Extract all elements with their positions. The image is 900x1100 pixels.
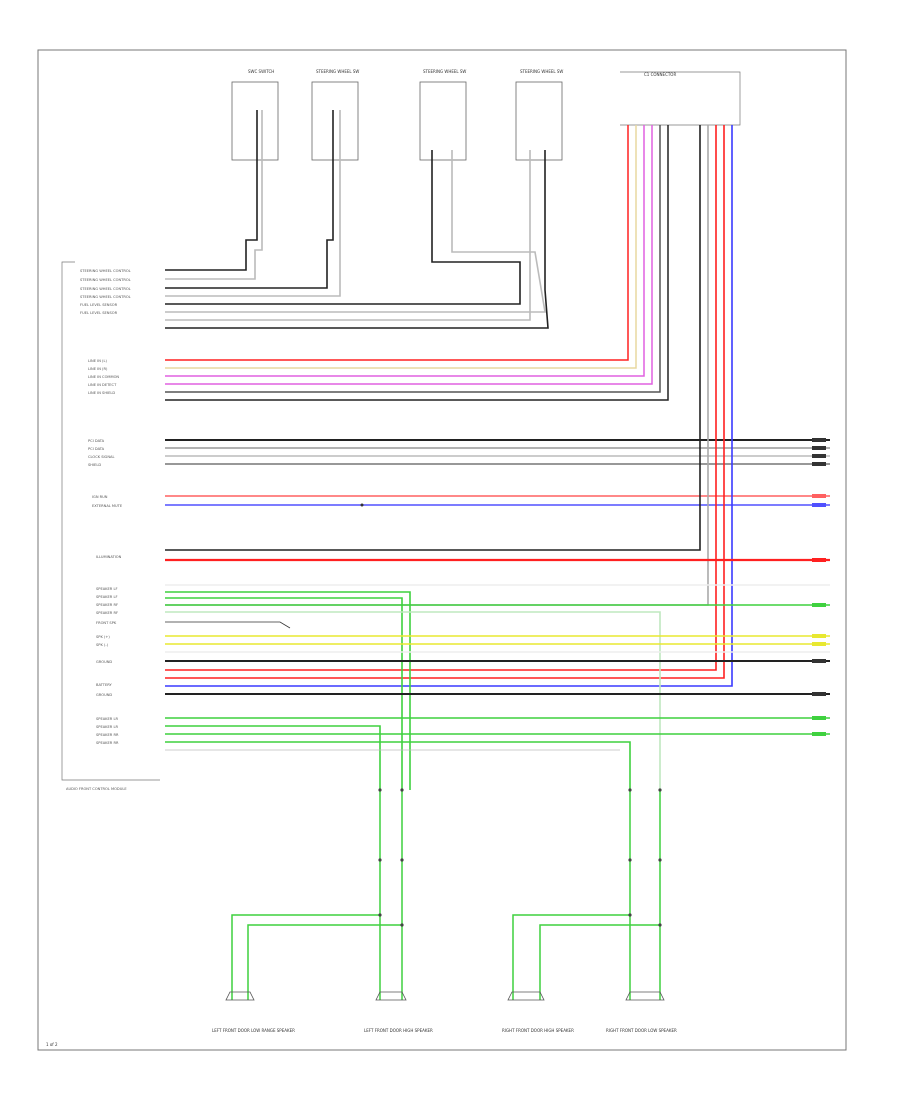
svg-text:LEFT FRONT DOOR LOW RANGE SPEA: LEFT FRONT DOOR LOW RANGE SPEAKER [212,1028,295,1033]
svg-text:LEFT FRONT DOOR HIGH SPEAKER: LEFT FRONT DOOR HIGH SPEAKER [364,1028,433,1033]
wires-group-e [165,558,830,790]
speaker-3: RIGHT FRONT DOOR HIGH SPEAKER [502,991,574,1033]
svg-text:GROUND: GROUND [96,660,112,664]
svg-text:LINE IN SHIELD: LINE IN SHIELD [88,391,115,395]
svg-text:C1 CONNECTOR: C1 CONNECTOR [644,72,676,77]
svg-text:STEERING WHEEL CONTROL: STEERING WHEEL CONTROL [80,295,131,299]
svg-text:LINE IN COMMON: LINE IN COMMON [88,375,119,379]
speaker-4: RIGHT FRONT DOOR LOW SPEAKER [606,991,677,1033]
wires-group-f [165,717,830,790]
top-component-3: STEERING WHEEL SW [419,69,466,161]
labels-group-c: PCI DATA PCI DATA CLOCK SIGNAL SHIELD [88,439,115,467]
svg-text:LINE IN (L): LINE IN (L) [88,359,107,363]
svg-text:BATTERY: BATTERY [96,683,113,687]
svg-text:SPK (-): SPK (-) [96,643,109,647]
labels-group-f: SPEAKER LR SPEAKER LR SPEAKER RR SPEAKER… [96,717,119,745]
wires-group-d [165,495,830,507]
speaker-1: LEFT FRONT DOOR LOW RANGE SPEAKER [212,991,295,1033]
labels-group-b: LINE IN (L) LINE IN (R) LINE IN COMMON L… [88,359,119,395]
top-right-connector: C1 CONNECTOR [620,71,741,126]
svg-text:FUEL LEVEL SENSOR: FUEL LEVEL SENSOR [80,311,118,315]
svg-text:FRONT SPK: FRONT SPK [96,621,117,625]
top-component-2: STEERING WHEEL SW [311,69,359,161]
page-frame [37,49,847,1051]
svg-text:GROUND: GROUND [96,693,112,697]
svg-text:ILLUMINATION: ILLUMINATION [96,555,122,559]
labels-group-e: ILLUMINATION SPEAKER LF SPEAKER LF SPEAK… [96,555,122,697]
module-bracket [61,261,160,781]
svg-text:PCI DATA: PCI DATA [88,439,105,443]
wires-group-c [165,439,830,465]
svg-text:SPEAKER RR: SPEAKER RR [96,741,119,745]
svg-text:LINE IN (R): LINE IN (R) [88,367,108,371]
svg-text:FUEL LEVEL SENSOR: FUEL LEVEL SENSOR [80,303,118,307]
svg-text:SPEAKER RR: SPEAKER RR [96,733,119,737]
module-label: AUDIO FRONT CONTROL MODULE [66,787,127,791]
speaker-2: LEFT FRONT DOOR HIGH SPEAKER [364,991,433,1033]
svg-text:SPEAKER LR: SPEAKER LR [96,725,118,729]
svg-text:SPEAKER LF: SPEAKER LF [96,587,118,591]
top-component-4: STEERING WHEEL SW [515,69,563,161]
svg-text:STEERING WHEEL SW: STEERING WHEEL SW [423,69,466,74]
svg-text:CLOCK SIGNAL: CLOCK SIGNAL [88,455,115,459]
svg-text:SWC SWITCH: SWC SWITCH [248,69,274,74]
svg-text:PCI DATA: PCI DATA [88,447,105,451]
labels-group-a: STEERING WHEEL CONTROL STEERING WHEEL CO… [80,269,131,315]
svg-text:SPEAKER RF: SPEAKER RF [96,603,118,607]
right-terminals [812,438,826,736]
svg-text:STEERING WHEEL CONTROL: STEERING WHEEL CONTROL [80,269,131,273]
top-component-1: SWC SWITCH [231,69,279,161]
svg-text:SHIELD: SHIELD [88,463,101,467]
svg-text:SPEAKER RF: SPEAKER RF [96,611,118,615]
svg-text:STEERING WHEEL CONTROL: STEERING WHEEL CONTROL [80,278,131,282]
labels-group-d: IGN RUN EXTERNAL MUTE [92,495,123,508]
svg-text:IGN RUN: IGN RUN [92,495,108,499]
svg-text:STEERING WHEEL CONTROL: STEERING WHEEL CONTROL [80,287,131,291]
svg-text:STEERING WHEEL SW: STEERING WHEEL SW [316,69,359,74]
wires-top-components [165,110,549,329]
wires-group-b [165,125,669,401]
wires-right-verticals [165,125,733,687]
speaker-leads [231,790,661,1000]
svg-text:SPK (+): SPK (+) [96,635,110,639]
svg-text:STEERING WHEEL SW: STEERING WHEEL SW [520,69,563,74]
svg-text:RIGHT FRONT DOOR HIGH SPEAKER: RIGHT FRONT DOOR HIGH SPEAKER [502,1028,574,1033]
svg-text:EXTERNAL MUTE: EXTERNAL MUTE [92,504,123,508]
svg-text:RIGHT FRONT DOOR LOW SPEAKER: RIGHT FRONT DOOR LOW SPEAKER [606,1028,677,1033]
svg-text:SPEAKER LF: SPEAKER LF [96,595,118,599]
svg-text:SPEAKER LR: SPEAKER LR [96,717,118,721]
speaker-connector-dots [378,788,662,927]
svg-text:LINE IN DETECT: LINE IN DETECT [88,383,117,387]
footer-id: 1 of 2 [46,1042,58,1047]
